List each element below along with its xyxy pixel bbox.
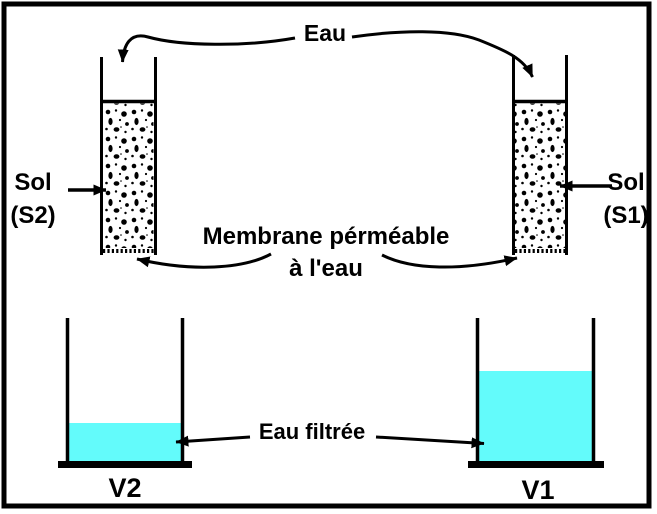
water-source-label: Eau [303,20,347,46]
left-tube [100,57,157,255]
membrane-arrow-to-right-tube [381,253,518,269]
left-soil-label-line2: (S2) [10,202,56,229]
left-soil-label-line1: Sol [14,169,52,196]
right-soil-label: Sol (S1) [596,166,656,232]
membrane-label-line2: à l'eau [289,255,363,282]
right-beaker [468,318,604,468]
left-beaker-volume-label: V2 [108,473,142,503]
membrane-arrow-to-left-tube [136,252,272,269]
left-beaker-water [69,423,182,462]
left-beaker [58,318,192,468]
right-beaker-volume-label: V1 [521,475,555,505]
right-tube [512,55,568,255]
eau-filtree-arrow-to-left-beaker [175,435,251,447]
eau-arrow-to-right-tube [351,30,534,78]
left-tube-soil-sample [103,103,154,248]
filtered-water-label: Eau filtrée [258,419,366,444]
right-soil-label-line2: (S1) [603,202,649,229]
eau-arrow-to-left-tube [117,34,296,63]
right-beaker-water [479,371,592,462]
outer-border [1,1,652,509]
right-tube-soil-sample [515,103,565,248]
membrane-label: Membrane pérméable à l'eau [180,221,472,285]
eau-filtree-arrow-to-right-beaker [375,435,485,449]
membrane-label-line1: Membrane pérméable [202,223,450,250]
left-soil-label: Sol (S2) [0,166,66,232]
right-soil-label-line1: Sol [607,169,645,196]
